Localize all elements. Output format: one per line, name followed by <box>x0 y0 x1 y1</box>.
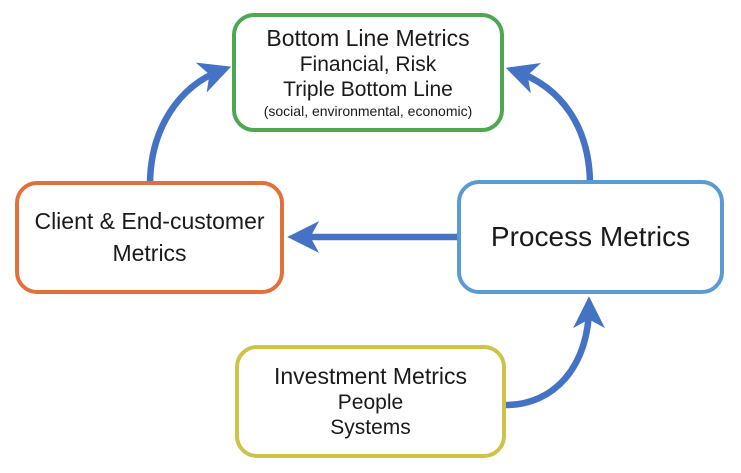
node-bottom-line-title: Bottom Line Metrics <box>266 25 470 51</box>
node-investment-title: Investment Metrics <box>274 362 467 389</box>
node-bottom-line-subtitle-1: Financial, Risk <box>299 53 437 77</box>
node-client-end-customer-metrics[interactable]: Client & End-customer Metrics <box>15 181 284 294</box>
node-investment-subtitle-1: People <box>337 390 404 414</box>
node-investment-subtitle-2: Systems <box>330 416 411 440</box>
node-process-label: Process Metrics <box>490 221 691 253</box>
node-client-label: Client & End-customer Metrics <box>34 207 265 266</box>
arrow-process-to-bottom-line <box>505 63 594 186</box>
node-bottom-line-metrics[interactable]: Bottom Line Metrics Financial, Risk Trip… <box>232 13 504 132</box>
arrow-investment-to-process <box>505 296 605 409</box>
node-process-metrics[interactable]: Process Metrics <box>457 180 724 294</box>
arrow-client-to-bottom-line <box>146 62 232 186</box>
node-bottom-line-note: (social, environmental, economic) <box>263 102 473 119</box>
node-bottom-line-subtitle-2: Triple Bottom Line <box>283 78 453 102</box>
node-investment-metrics[interactable]: Investment Metrics People Systems <box>235 345 506 458</box>
